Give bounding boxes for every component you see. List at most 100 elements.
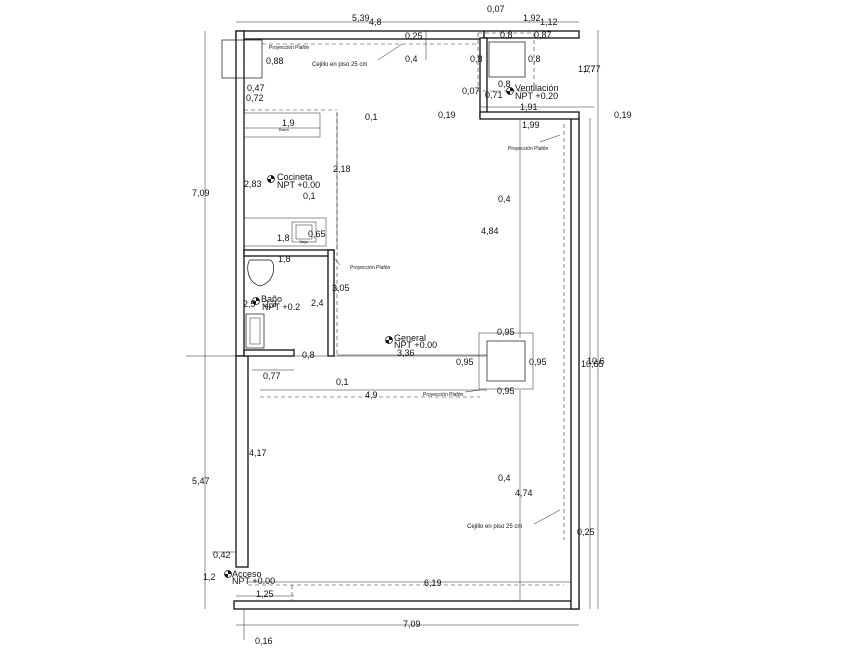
dim-088: 0,88 [266, 56, 284, 66]
dim-025a: 0,25 [405, 31, 423, 41]
dim-709h: 7,09 [403, 619, 421, 629]
wall-bottom [233, 600, 580, 610]
wall-top-right [483, 30, 580, 39]
dim-08d: 0,8 [498, 79, 511, 89]
dim-336: 3,36 [397, 348, 415, 358]
room-general: General NPT +0.00 [385, 333, 437, 350]
dim-01c: 0,1 [336, 377, 349, 387]
dim-01b: 0,1 [303, 191, 316, 201]
wall-bath-bottom [243, 349, 295, 357]
column-top-right [488, 41, 526, 78]
dim-065: 0,65 [308, 229, 326, 239]
label-cejillo-bottom: Cejillo en piso 25 cm [467, 524, 522, 530]
dim-042: 0,42 [213, 550, 231, 560]
dim-08a: 0,8 [500, 30, 513, 40]
dim-619: 6,19 [424, 578, 442, 588]
dim-177b: 1,77 [583, 64, 601, 74]
room-cocineta: Cocineta NPT +0.00 [267, 172, 320, 190]
room-level-general: NPT +0.00 [394, 340, 437, 350]
dim-125: 1,25 [256, 589, 274, 599]
dim-112: 1,12 [540, 17, 558, 27]
dim-18b: 1,8 [278, 254, 291, 264]
dim-1065: 10,65 [581, 359, 604, 369]
dim-709v: 7,09 [192, 188, 210, 198]
dim-24: 2,4 [311, 298, 324, 308]
wall-bath-right [327, 249, 335, 357]
room-acceso: Acceso NPT +0.00 [224, 569, 275, 586]
label-tarja: Tarja [299, 239, 308, 244]
room-name-bano: Baño [261, 294, 282, 304]
dim-095a: 0,95 [497, 327, 515, 337]
walls [233, 30, 580, 610]
dim-095c: 0,95 [529, 357, 547, 367]
dim-025b: 0,25 [577, 527, 595, 537]
dim-283: 2,83 [244, 179, 262, 189]
label-proyeccion-mid: Proyección Plafón [350, 265, 391, 271]
dim-087: 0,87 [534, 30, 552, 40]
dim-484: 4,84 [481, 226, 499, 236]
dim-48: 4,8 [369, 17, 382, 27]
room-bano: Baño NPT +0.2 [252, 294, 300, 312]
label-proyeccion-right: Proyección Plafón [508, 146, 549, 152]
dim-547: 5,47 [192, 476, 210, 486]
sink [291, 221, 317, 243]
room-level-acceso: NPT +0.00 [232, 576, 275, 586]
wall-top [235, 30, 485, 40]
dim-192: 1,92 [523, 13, 541, 23]
dim-539: 5,39 [352, 13, 370, 23]
dim-218: 2,18 [333, 164, 351, 174]
room-ventilacion: Ventilación NPT +0.20 [506, 83, 559, 101]
dim-106: 10,6 [587, 356, 605, 366]
dim-18a: 1,8 [277, 233, 290, 243]
column-center [486, 340, 526, 382]
dim-305: 3,05 [332, 283, 350, 293]
dim-04c: 0,4 [498, 473, 511, 483]
dim-417: 4,17 [249, 448, 267, 458]
room-name-cocineta: Cocineta [277, 172, 313, 182]
room-name-ventilacion: Ventilación [515, 83, 559, 93]
dim-474: 4,74 [515, 488, 533, 498]
dim-04a: 0,4 [405, 54, 418, 64]
dim-007b: 0,07 [462, 86, 480, 96]
barra-counter [243, 112, 321, 138]
dim-007a: 0,07 [487, 4, 505, 14]
column-top-left [221, 39, 263, 79]
room-name-acceso: Acceso [232, 569, 262, 579]
room-name-general: General [394, 333, 426, 343]
dimension-lines [186, 21, 599, 640]
label-barra: Barra [279, 127, 290, 132]
dim-12: 1,2 [203, 572, 216, 582]
kitchen-counter [243, 217, 327, 247]
dim-095d: 0,95 [497, 386, 515, 396]
leaders [333, 43, 561, 525]
dimension-labels: 5,39 4,8 0,07 1,92 1,12 0,25 0,8 0,87 0,… [192, 4, 632, 646]
wall-left-lower [235, 355, 249, 568]
dim-177: 1,77 [578, 64, 596, 74]
label-cejillo-top: Cejillo en piso 25 cm [312, 62, 367, 68]
room-level-bano: NPT +0.2 [262, 302, 300, 312]
room-level-cocineta: NPT +0.00 [277, 180, 320, 190]
dim-199: 1,99 [522, 120, 540, 130]
dim-01a: 0,1 [365, 112, 378, 122]
label-proyeccion-top: Proyección Plafón [269, 45, 310, 51]
shower [245, 313, 265, 349]
dim-08b: 0,8 [470, 54, 483, 64]
wall-shaft-left [479, 37, 488, 119]
dim-08e: 0,8 [302, 350, 315, 360]
dim-25: 2,5 [243, 299, 256, 309]
dim-23: 2,3 [264, 299, 277, 309]
dim-08c: 0,8 [528, 54, 541, 64]
dim-019b: 0,19 [614, 110, 632, 120]
dim-071: 0,71 [485, 90, 503, 100]
room-level-ventilacion: NPT +0.20 [515, 91, 558, 101]
dim-019a: 0,19 [438, 110, 456, 120]
dim-04b: 0,4 [498, 194, 511, 204]
dim-047: 0,47 [247, 83, 265, 93]
dim-49: 4,9 [365, 390, 378, 400]
dim-077b: 0,77 [263, 371, 281, 381]
toilet [247, 259, 275, 287]
dim-016: 0,16 [255, 636, 273, 646]
annotations: Proyección Plafón Cejillo en piso 25 cm … [269, 45, 549, 530]
dim-191: 1,91 [520, 102, 538, 112]
